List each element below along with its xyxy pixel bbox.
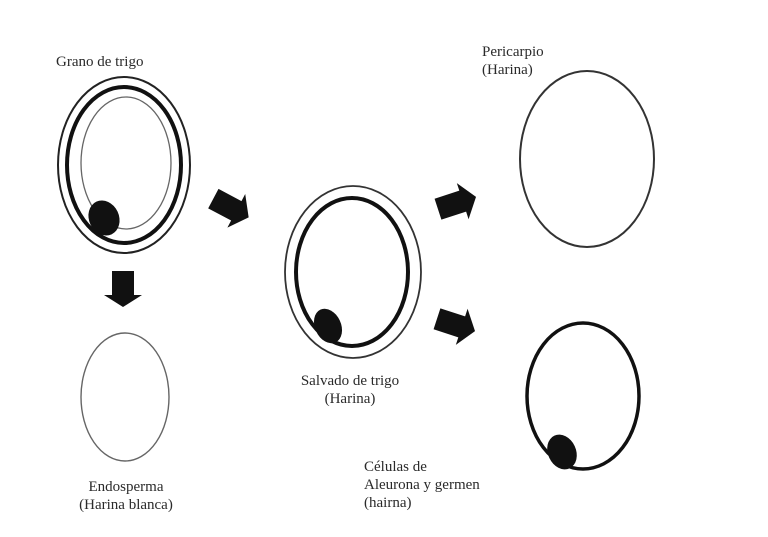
pericarp-icon	[519, 70, 655, 248]
label-grano: Grano de trigo	[56, 53, 143, 71]
arrow-down-icon	[104, 271, 142, 307]
label-line: Pericarpio	[482, 44, 544, 60]
label-aleurona: Células de Aleurona y germen (hairna)	[364, 458, 480, 512]
label-salvado: Salvado de trigo (Harina)	[280, 372, 420, 408]
arrow-right-down-icon	[433, 308, 476, 345]
label-line: Aleurona y germen	[364, 477, 480, 493]
label-line: (hairna)	[364, 495, 412, 511]
label-line: (Harina)	[324, 391, 376, 407]
label-line: Salvado de trigo	[300, 373, 400, 389]
label-line: (Harina)	[482, 62, 533, 78]
label-line: Células de	[364, 459, 427, 475]
bran-icon	[284, 185, 422, 359]
arrow-right-down-icon	[208, 188, 249, 228]
label-line: Grano de trigo	[56, 54, 144, 70]
arrow-right-up-icon	[434, 183, 477, 220]
label-endosperma: Endosperma (Harina blanca)	[60, 478, 192, 514]
label-line: Endosperma	[88, 479, 164, 495]
label-line: (Harina blanca)	[79, 497, 173, 513]
label-pericarpio: Pericarpio (Harina)	[482, 43, 544, 79]
endosperm-icon	[80, 332, 170, 462]
grain-whole-icon	[57, 76, 191, 254]
aleurone-germ-icon	[525, 321, 641, 471]
